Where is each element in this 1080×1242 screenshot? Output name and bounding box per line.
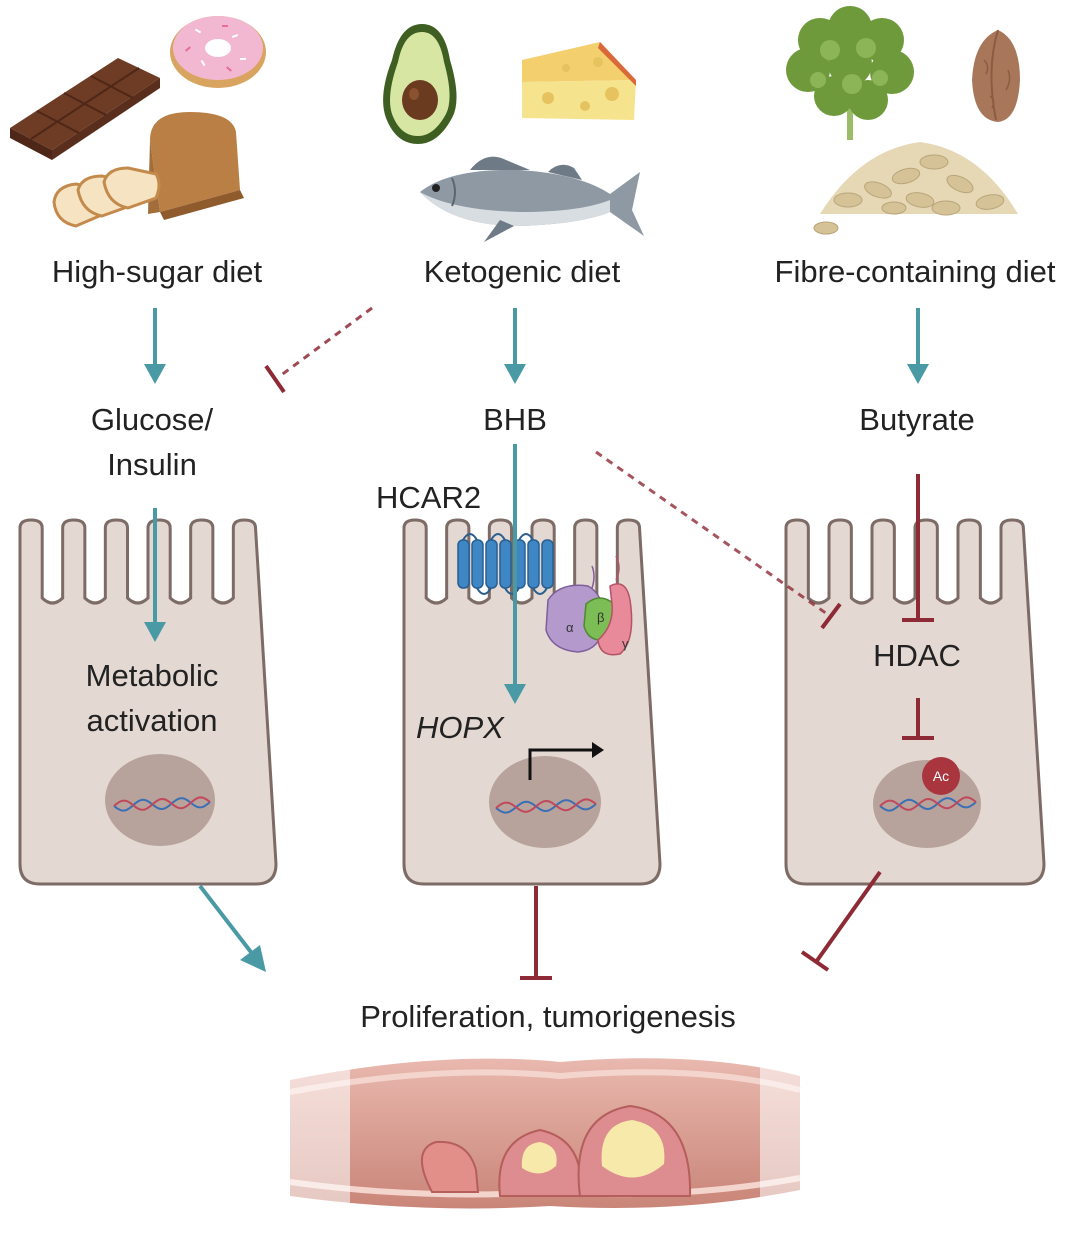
fish-icon <box>420 156 644 242</box>
colon-tissue-icon <box>270 1040 820 1220</box>
g-protein-icon <box>545 555 633 656</box>
acetyl-badge <box>922 757 960 795</box>
kale-icon <box>786 6 914 140</box>
label-bhb: BHB <box>483 402 547 437</box>
dna-strand <box>113 796 211 811</box>
label-g-gamma: γ <box>622 636 629 651</box>
label-insulin: Insulin <box>107 447 197 482</box>
arrow-bhb-to-hopx <box>504 444 526 704</box>
receptor-icon <box>457 533 554 595</box>
inhibit-butyrate-hdac <box>902 474 934 622</box>
label-ac: Ac <box>932 768 950 784</box>
inhibit-bhb-hdac <box>595 450 842 630</box>
label-proliferation: Proliferation, tumorigenesis <box>360 999 736 1034</box>
label-glucose: Glucose/ <box>90 402 214 437</box>
dna-strand <box>495 799 597 814</box>
arrow-metabolic-to-proliferation <box>198 884 266 972</box>
label-hcar2: HCAR2 <box>376 480 482 515</box>
inhibit-hopx-proliferation <box>520 886 552 980</box>
label-high-sugar-diet: High-sugar diet <box>51 254 263 289</box>
arrow-keto-to-bhb <box>504 308 526 384</box>
chocolate-bar-icon <box>10 58 160 160</box>
inhibit-butyrate-proliferation <box>800 870 882 972</box>
bread-loaf-icon <box>52 112 244 228</box>
arrow-sugar-to-glucose <box>144 308 166 384</box>
inhibit-hdac-acetylation <box>902 698 934 740</box>
label-hopx: HOPX <box>416 710 504 745</box>
label-g-beta: β <box>597 610 605 625</box>
label-g-alpha: α <box>566 620 574 635</box>
inhibit-keto-glucose <box>264 306 373 394</box>
dna-strand <box>879 796 977 811</box>
label-fibre-diet: Fibre-containing diet <box>774 254 1056 289</box>
donut-icon <box>170 16 266 88</box>
avocado-icon <box>383 24 457 144</box>
dna-strand <box>879 797 977 812</box>
dna-strand <box>495 798 597 813</box>
arrow-glucose-to-metabolic <box>144 508 166 642</box>
transcription-start-arrow <box>528 742 604 780</box>
label-activation: activation <box>86 703 218 738</box>
label-butyrate: Butyrate <box>859 402 975 437</box>
dna-icon <box>113 796 977 814</box>
cheese-icon <box>522 42 636 120</box>
almond-icon <box>972 29 1020 122</box>
oats-pile-icon <box>813 142 1018 235</box>
label-metabolic: Metabolic <box>85 658 219 693</box>
dna-strand <box>113 797 211 812</box>
label-ketogenic-diet: Ketogenic diet <box>423 254 621 289</box>
label-hdac: HDAC <box>873 638 961 673</box>
arrow-fibre-to-butyrate <box>907 308 929 384</box>
